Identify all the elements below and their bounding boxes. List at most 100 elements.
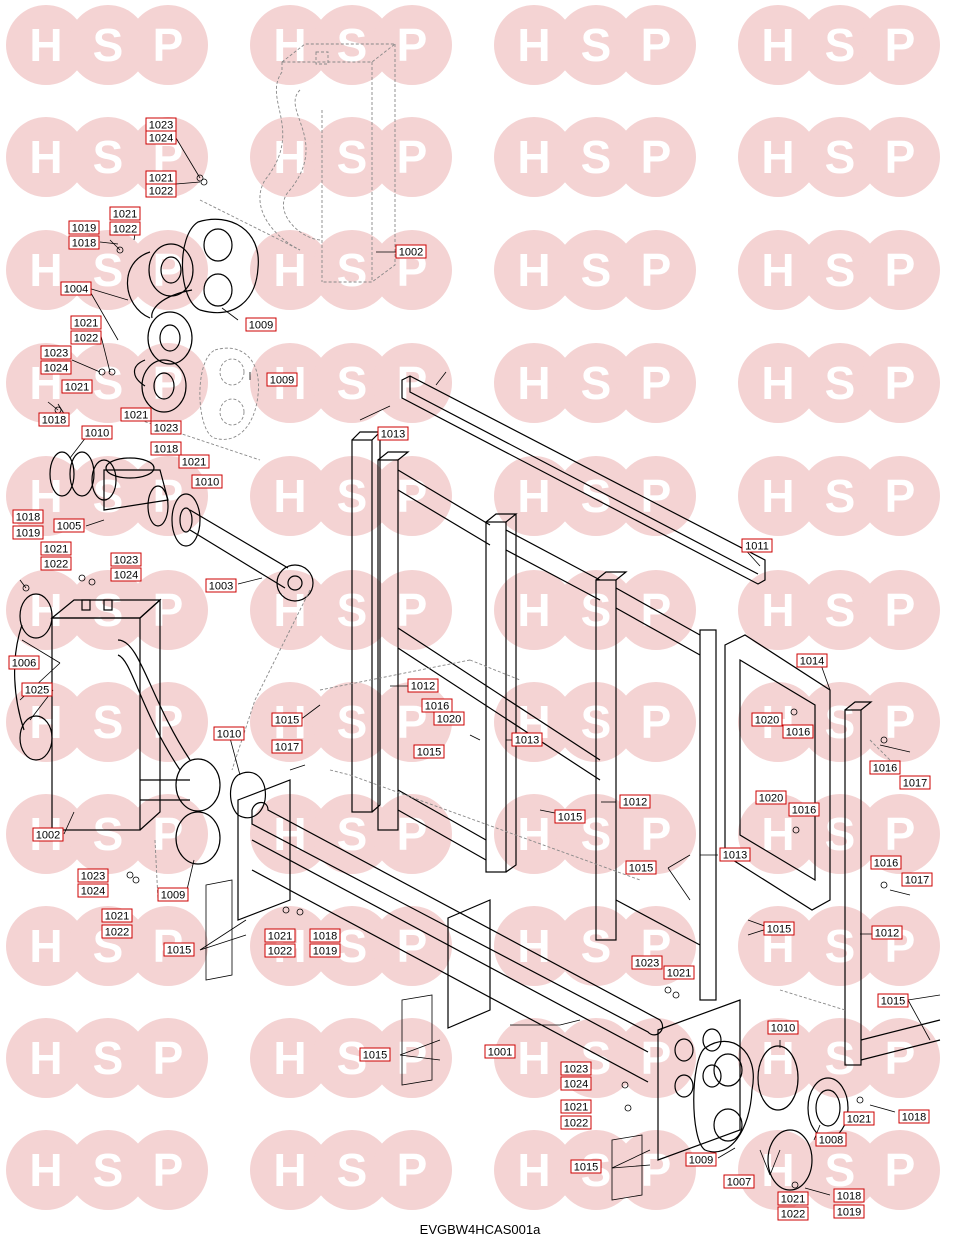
part-label: 1002 — [395, 244, 427, 259]
part-label-box — [178, 454, 210, 469]
part-label-box — [68, 235, 100, 250]
watermark-circle — [494, 1018, 574, 1098]
part-label: 1014 — [796, 653, 828, 668]
watermark-letter: S — [93, 1032, 124, 1084]
part-label: 1008 — [815, 1132, 847, 1147]
watermark-circle — [800, 794, 880, 874]
part-label-text: 1021 — [268, 931, 292, 943]
part-label: 1024 — [560, 1076, 592, 1091]
part-label-box — [777, 1206, 809, 1221]
burner-manifold — [237, 779, 741, 1161]
watermark-circle — [738, 456, 818, 536]
watermark-letter: S — [93, 696, 124, 748]
part-label-text: 1023 — [154, 423, 178, 435]
part-label-text: 1016 — [874, 858, 898, 870]
part-label: 1011 — [741, 538, 773, 553]
part-label-box — [60, 281, 92, 296]
watermark-circle — [6, 117, 86, 197]
part-label-box — [898, 1109, 930, 1124]
part-label: 1021 — [560, 1099, 592, 1114]
part-label-box — [782, 724, 814, 739]
watermark-letter: H — [517, 470, 550, 522]
part-label-text: 1006 — [12, 658, 36, 670]
watermark-letter: H — [517, 357, 550, 409]
part-label-text: 1001 — [488, 1047, 512, 1059]
part-label: 1022 — [560, 1115, 592, 1130]
watermark-letter: H — [273, 1144, 306, 1196]
part-label: 1002 — [32, 827, 64, 842]
part-label-box — [871, 925, 903, 940]
part-label: 1016 — [869, 760, 901, 775]
watermark-letter: H — [761, 131, 794, 183]
part-label-box — [77, 883, 109, 898]
watermark-letter: S — [581, 131, 612, 183]
watermark-letter: P — [641, 470, 672, 522]
watermark-circle — [128, 1018, 208, 1098]
part-label: 1019 — [309, 943, 341, 958]
part-label-box — [21, 682, 53, 697]
watermark-circle — [372, 570, 452, 650]
watermark-letter: H — [29, 1032, 62, 1084]
part-label: 1024 — [77, 883, 109, 898]
part-label: 1018 — [309, 928, 341, 943]
part-label: 1003 — [205, 578, 237, 593]
watermark-letter: S — [581, 19, 612, 71]
watermark-circle — [128, 570, 208, 650]
part-label-box — [145, 130, 177, 145]
part-label-text: 1008 — [819, 1135, 843, 1147]
watermark-letter: H — [273, 244, 306, 296]
part-label-text: 1018 — [837, 1191, 861, 1203]
watermark-circle — [128, 1130, 208, 1210]
watermark-circle — [6, 682, 86, 762]
part-label-text: 1014 — [800, 656, 824, 668]
part-label-text: 1010 — [195, 477, 219, 489]
part-label-text: 1010 — [771, 1023, 795, 1035]
part-label-text: 1024 — [564, 1079, 588, 1091]
watermark-circle — [616, 117, 696, 197]
part-label: 1015 — [570, 1159, 602, 1174]
part-label-box — [68, 220, 100, 235]
watermark-circle — [494, 906, 574, 986]
part-label-box — [150, 420, 182, 435]
part-label: 1013 — [511, 732, 543, 747]
part-label-box — [38, 412, 70, 427]
part-label-box — [77, 868, 109, 883]
part-label-text: 1007 — [727, 1177, 751, 1189]
part-label-box — [685, 1152, 717, 1167]
top-rail — [401, 375, 766, 585]
watermark-letter: S — [337, 357, 368, 409]
watermark-letter: P — [885, 244, 916, 296]
watermark-letter: P — [885, 1032, 916, 1084]
part-label-box — [870, 855, 902, 870]
part-label-box — [560, 1099, 592, 1114]
part-label-box — [755, 790, 787, 805]
upper-header-box-ghost — [259, 43, 397, 283]
part-label: 1021 — [120, 407, 152, 422]
part-label-text: 1013 — [723, 850, 747, 862]
part-label: 1022 — [777, 1206, 809, 1221]
watermark-letter: S — [825, 920, 856, 972]
lower-header-box — [50, 598, 221, 865]
part-label-box — [899, 775, 931, 790]
watermark-circle — [250, 1018, 330, 1098]
part-label-box — [150, 441, 182, 456]
part-label: 1017 — [901, 872, 933, 887]
part-label-text: 1015 — [363, 1050, 387, 1062]
part-label-text: 1015 — [574, 1162, 598, 1174]
watermark-letter: H — [761, 1032, 794, 1084]
frame-4 — [724, 634, 941, 1066]
part-label-text: 1019 — [313, 946, 337, 958]
watermark-circle — [616, 230, 696, 310]
part-label-box — [12, 509, 44, 524]
part-label-box — [271, 739, 303, 754]
watermark-circle — [860, 570, 940, 650]
watermark-letter: H — [29, 19, 62, 71]
part-label: 1010 — [213, 726, 245, 741]
watermark-circle — [494, 117, 574, 197]
part-label-text: 1012 — [411, 681, 435, 693]
part-label: 1010 — [191, 474, 223, 489]
part-label-box — [109, 221, 141, 236]
watermark-letter: H — [761, 357, 794, 409]
part-label-text: 1016 — [425, 701, 449, 713]
watermark-letter: S — [825, 244, 856, 296]
